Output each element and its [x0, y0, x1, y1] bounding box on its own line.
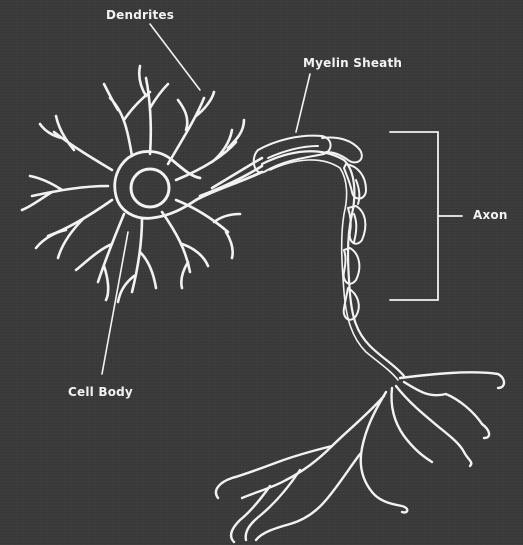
dendrites-group: [22, 66, 244, 302]
nucleus: [131, 169, 169, 207]
myelin-sheath-label: Myelin Sheath: [303, 56, 402, 70]
myelin-segment: [356, 180, 359, 204]
dendrite: [176, 200, 240, 258]
dendrites-leader: [150, 24, 200, 90]
axon-terminals: [216, 372, 504, 542]
terminal-branch: [400, 372, 504, 388]
myelin-sheath-leader: [296, 74, 310, 132]
axon-core: [262, 151, 404, 376]
dendrite: [168, 92, 214, 164]
terminal-branch: [404, 382, 489, 438]
terminal-branch: [361, 392, 408, 512]
axon-core-edge: [270, 160, 398, 380]
myelin-segment: [344, 248, 360, 284]
cell-body-outline: [115, 151, 262, 218]
dendrites-label: Dendrites: [106, 8, 174, 22]
dendrite: [162, 212, 208, 288]
axon-bracket: [390, 132, 462, 300]
dendrite: [118, 218, 156, 302]
dendrite: [22, 176, 108, 210]
axon-label: Axon: [473, 208, 508, 222]
myelin-segment: [354, 214, 356, 242]
terminal-branch: [396, 386, 471, 466]
dendrite: [76, 214, 124, 300]
terminal-branch: [392, 388, 433, 462]
cell-body-label: Cell Body: [68, 385, 133, 399]
cell-body-leader: [102, 232, 128, 374]
terminal-branch: [216, 446, 332, 498]
dendrite: [139, 66, 168, 154]
dendrite: [40, 116, 112, 170]
dendrite: [104, 84, 150, 156]
